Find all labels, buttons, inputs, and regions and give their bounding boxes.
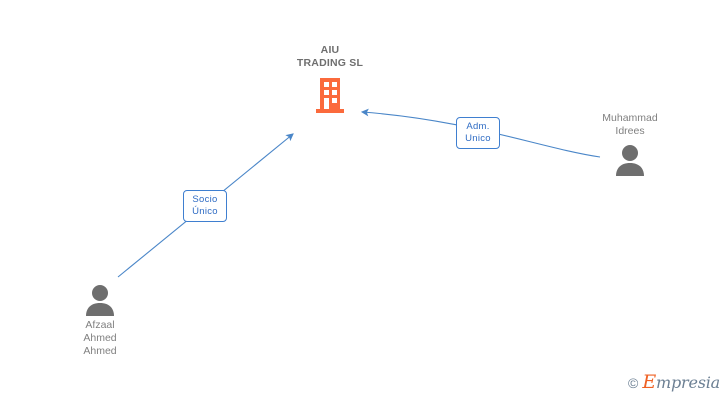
building-icon xyxy=(267,76,393,114)
person-node-muhammad[interactable]: Muhammad Idrees xyxy=(575,112,685,176)
brand-initial: E xyxy=(642,371,656,393)
person-icon xyxy=(45,282,155,316)
watermark: © Empresia xyxy=(628,373,720,392)
company-node[interactable]: AIU TRADING SL xyxy=(267,44,393,114)
brand-name: Empresia xyxy=(642,373,720,392)
person-name-label: Afzaal Ahmed Ahmed xyxy=(83,319,117,357)
copyright-icon: © xyxy=(628,374,639,391)
person-node-afzaal[interactable]: Afzaal Ahmed Ahmed xyxy=(45,282,155,358)
company-name-label: AIU TRADING SL xyxy=(296,44,364,69)
edge-label-adm-unico[interactable]: Adm. Unico xyxy=(456,117,500,149)
edge-label-socio-unico[interactable]: Socio Único xyxy=(183,190,227,222)
person-icon xyxy=(575,142,685,176)
brand-rest: mpresia xyxy=(656,373,720,392)
person-name-label: Muhammad Idrees xyxy=(602,112,658,137)
